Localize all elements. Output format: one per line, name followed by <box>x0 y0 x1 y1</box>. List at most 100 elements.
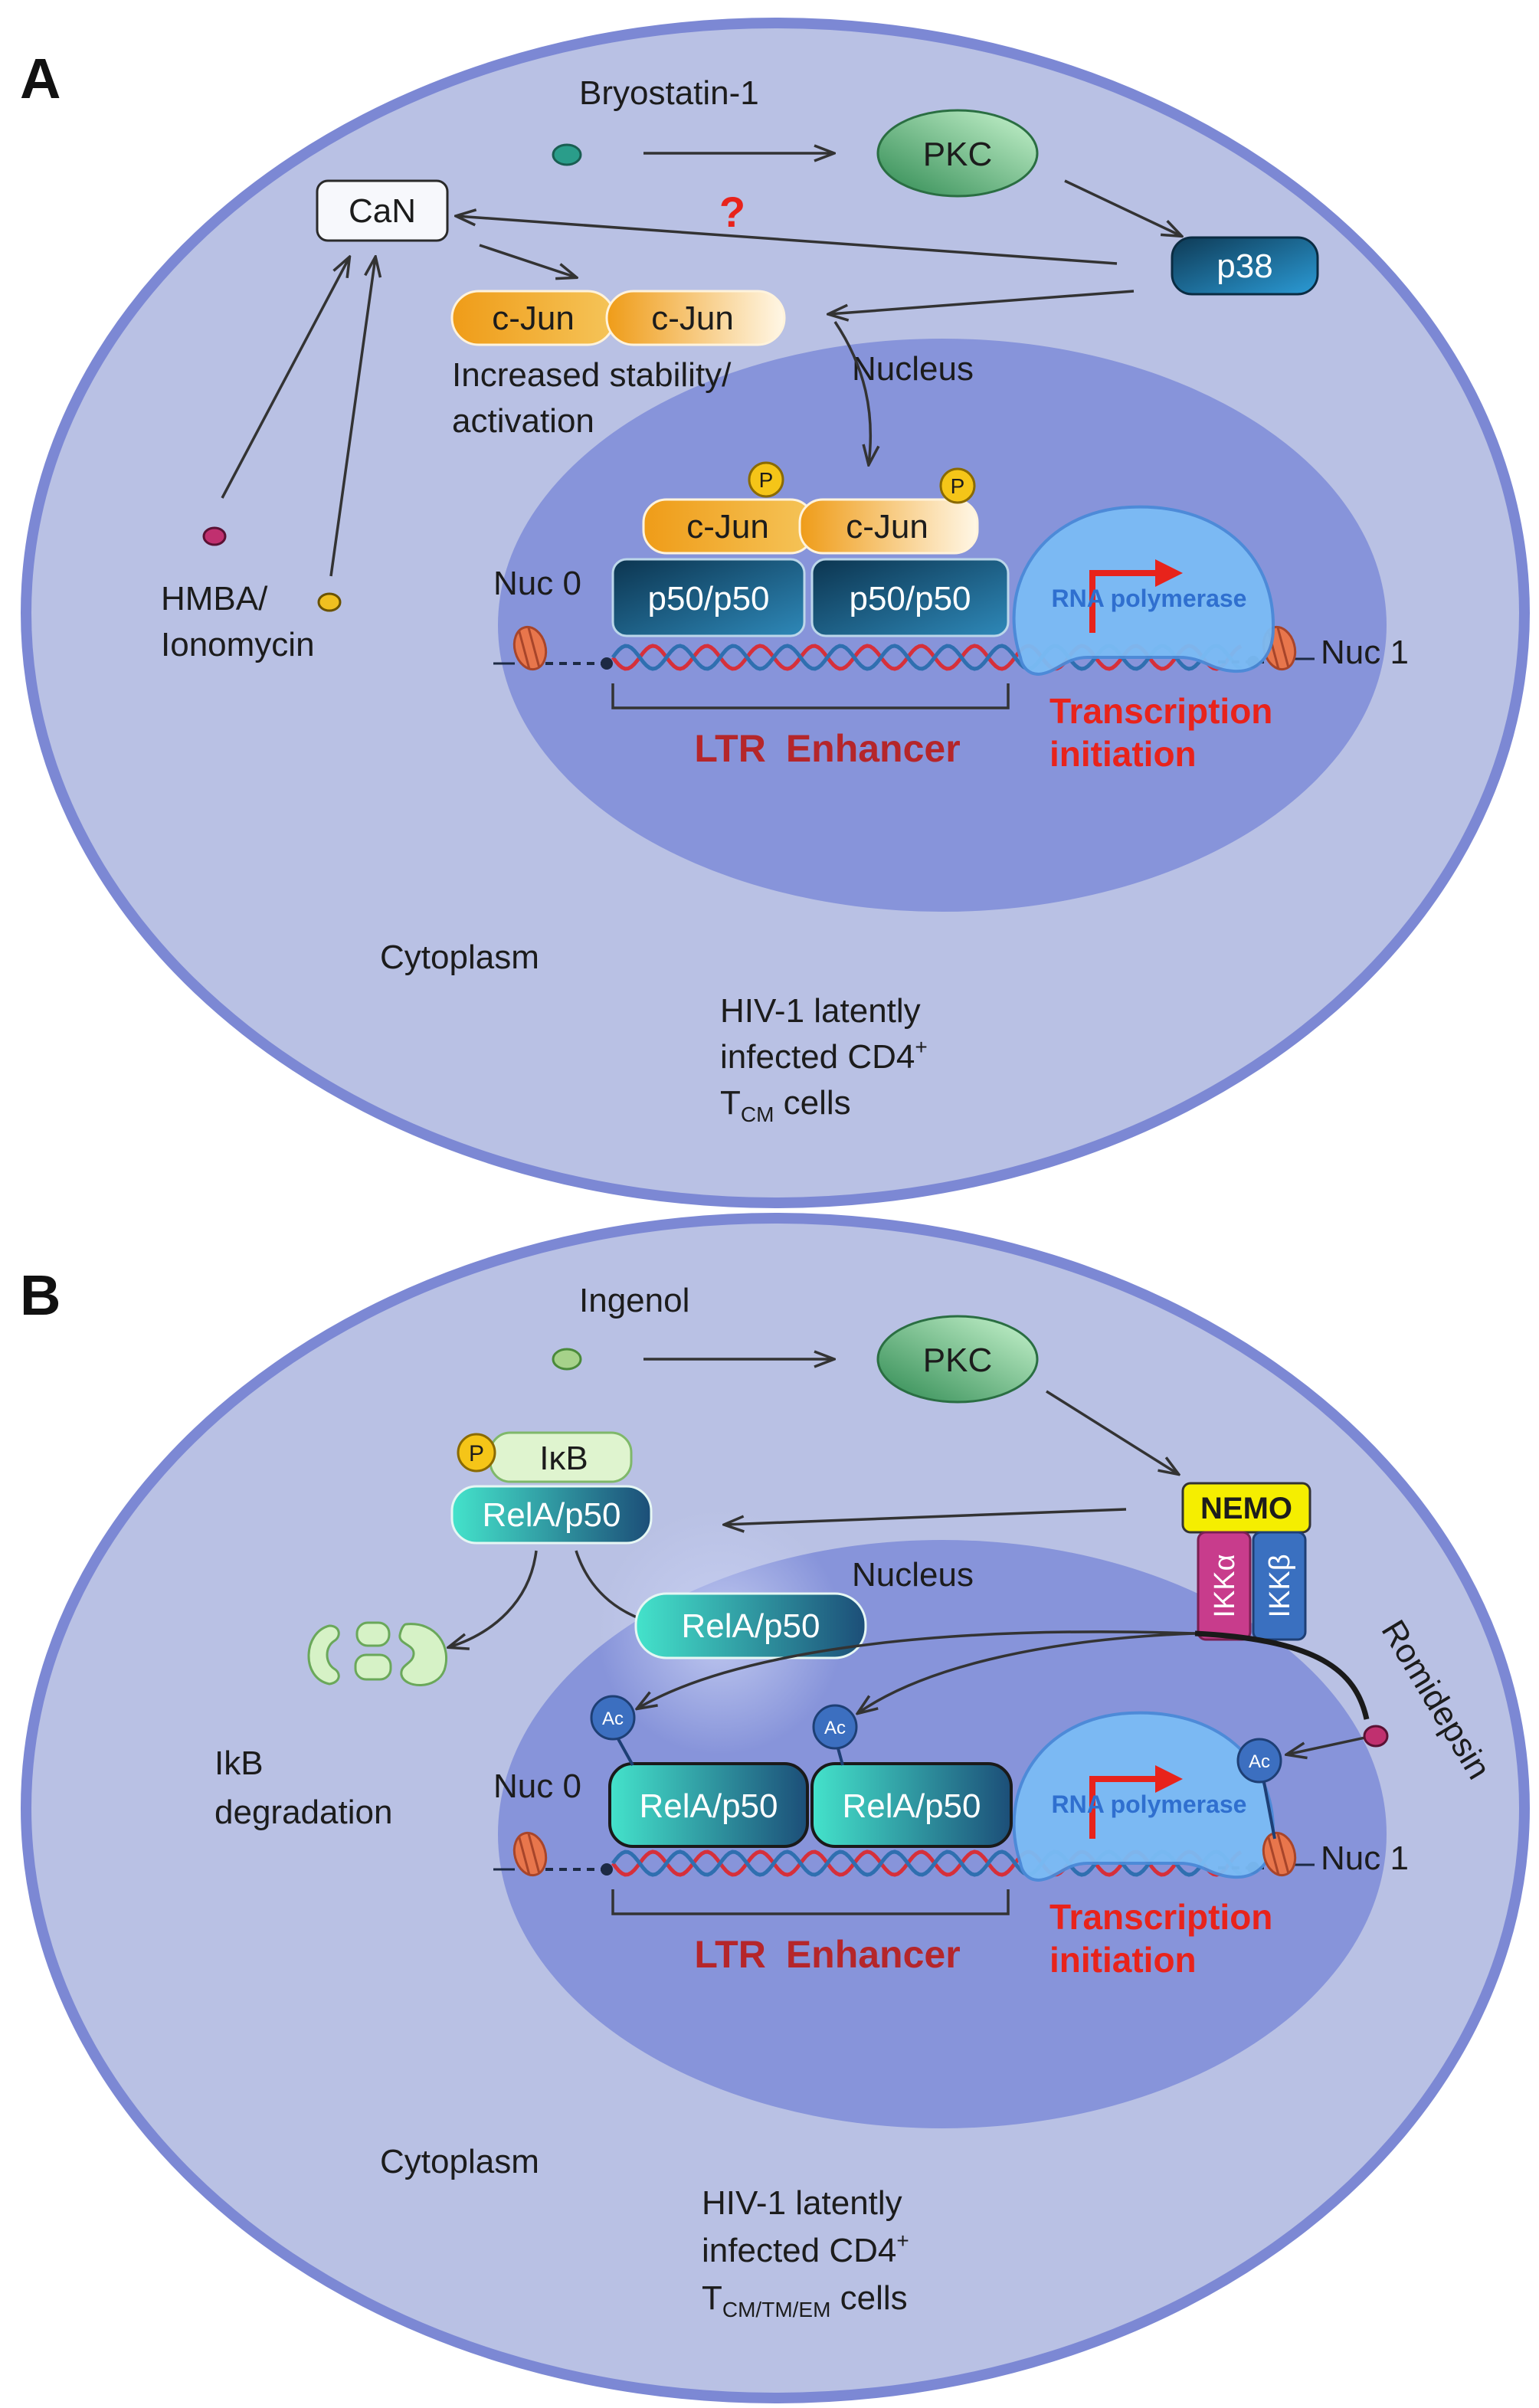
cell-type-line3: TCM cells <box>720 1084 851 1126</box>
ikka-label: IKKα <box>1209 1554 1241 1617</box>
acetyl-label-3: Ac <box>1249 1751 1270 1772</box>
enhancer-label: Enhancer <box>786 727 961 770</box>
transcription-start-arrow-icon <box>1089 1765 1183 1839</box>
degradation-label-line2: degradation <box>214 1794 392 1831</box>
pkc-to-p38-arrow <box>1064 179 1181 236</box>
cell-type-line3: TCM/TM/EM cells <box>702 2279 908 2321</box>
romidepsin-to-ac2-arrow <box>858 1632 1196 1713</box>
hmba-label: HMBA/ <box>161 580 268 618</box>
panel-a-label: A <box>20 47 61 110</box>
acetyl-icon <box>590 1695 636 1741</box>
ikk-to-nfkb-arrow <box>725 1508 1127 1525</box>
ionomycin-to-can-arrow <box>329 257 375 577</box>
nuc0-label: Nuc 0 <box>493 565 581 602</box>
acetyl-label-1: Ac <box>602 1709 624 1729</box>
romidepsin-molecule-icon <box>1363 1725 1389 1748</box>
cell-type-line1: HIV-1 latently <box>702 2184 902 2222</box>
dna-left-end <box>601 1863 613 1876</box>
acetyl-label-2: Ac <box>824 1718 846 1738</box>
ltr-label: LTR <box>694 727 765 770</box>
rna-polymerase <box>1012 505 1275 677</box>
rela-p50-bound-right-label: RelA/p50 <box>842 1787 981 1825</box>
p38-to-can-arrow <box>457 216 1118 265</box>
agonist-label: Bryostatin-1 <box>579 74 759 112</box>
p38-to-cjun-arrow <box>829 290 1135 314</box>
ltr-enhancer-label: LTR Enhancer <box>694 1933 960 1976</box>
phospho-icon <box>457 1433 496 1473</box>
pkc-label: PKC <box>923 136 992 173</box>
ikka-node <box>1197 1531 1252 1641</box>
panel-b: B Ingenol PKC NEMO IKKα IKKβ IκB P RelA/… <box>20 1213 1530 2403</box>
enhancer-label: Enhancer <box>786 1933 961 1976</box>
cell-type-line1: HIV-1 latently <box>720 992 921 1030</box>
p50-dimer-left <box>611 558 806 637</box>
ikkb-node <box>1252 1531 1307 1641</box>
p50-dimer-right <box>810 558 1010 637</box>
phospho-label: P <box>469 1441 484 1466</box>
transcription-label-line1: Transcription <box>1049 1897 1272 1937</box>
hmba-to-can-arrow <box>221 257 349 499</box>
nucleus-label: Nucleus <box>852 1556 974 1594</box>
cjun-cyto-right-label: c-Jun <box>651 300 734 337</box>
cjun-bound-left-label: c-Jun <box>686 508 769 545</box>
cjun-nuclear-import-arrow <box>833 321 870 464</box>
phospho-icon <box>939 467 976 504</box>
rela-p50-bound-right <box>810 1762 1013 1848</box>
pkc-node <box>876 109 1039 198</box>
cjun-cyto-left-label: c-Jun <box>492 300 575 337</box>
acetyl-icon <box>1236 1738 1282 1784</box>
rela-p50-bound-left-label: RelA/p50 <box>639 1787 778 1825</box>
can-to-cjun-arrow <box>479 244 576 277</box>
nucleosome-icon <box>512 1831 548 1877</box>
p50-dimer-right-label: p50/p50 <box>849 580 971 618</box>
dna-strand <box>611 644 1243 671</box>
ikb-degradation-arrow <box>449 1550 538 1647</box>
can-label: CaN <box>349 192 416 230</box>
romidepsin-to-ac1-arrow <box>637 1630 1196 1709</box>
genome-complex-b: RNA polymerase RelA/p50 RelA/p50 Ac Ac A… <box>493 1695 1315 1915</box>
polymerase-label: RNA polymerase <box>1052 585 1247 612</box>
dna-strand <box>611 1849 1243 1877</box>
ltr-enhancer-label: LTR Enhancer <box>694 727 960 770</box>
question-mark: ? <box>719 188 745 236</box>
panel-b-label: B <box>20 1263 61 1327</box>
ltr-enhancer-bracket <box>611 1889 1010 1915</box>
panel-a: A Bryostatin-1 PKC p38 CaN ? HMBA/ Ionom… <box>20 18 1530 1208</box>
phospho-left-label: P <box>759 468 774 492</box>
rela-p50-cyto-label: RelA/p50 <box>482 1496 621 1534</box>
stability-label-line2: activation <box>452 402 594 440</box>
ingenol-molecule-icon <box>552 1348 582 1371</box>
ionomycin-molecule-icon <box>317 592 342 612</box>
transcription-label-line1: Transcription <box>1049 691 1272 731</box>
hmba-molecule-icon <box>202 526 227 546</box>
phospho-icon <box>748 461 784 498</box>
agonist-label: Ingenol <box>579 1282 689 1319</box>
nuc1-label: Nuc 1 <box>1321 1840 1409 1877</box>
cell-type-line2: infected CD4+ <box>702 2229 909 2269</box>
dna-left-end <box>601 657 613 670</box>
nucleosome-icon <box>512 625 548 671</box>
nucleus-label: Nucleus <box>852 350 974 388</box>
nemo-label: NEMO <box>1200 1492 1292 1525</box>
rela-p50-nuclear <box>634 1592 867 1659</box>
ltr-enhancer-bracket <box>611 683 1010 709</box>
ionomycin-label: Ionomycin <box>161 626 315 663</box>
pkc-label: PKC <box>923 1342 992 1379</box>
cytoplasm-label: Cytoplasm <box>380 939 539 976</box>
pkc-node <box>876 1315 1039 1404</box>
ikb-label: IκB <box>539 1440 588 1477</box>
bryostatin-molecule-icon <box>552 143 582 166</box>
cjun-cyto-right <box>605 290 786 346</box>
p50-dimer-left-label: p50/p50 <box>647 580 769 618</box>
ltr-label: LTR <box>694 1933 765 1976</box>
p38-node <box>1171 236 1319 296</box>
transcription-label-line2: initiation <box>1049 1940 1197 1980</box>
nuc0-label: Nuc 0 <box>493 1768 581 1805</box>
romidepsin-to-ac3-arrow <box>1287 1736 1366 1754</box>
genome-complex-a: RNA polymerase c-Jun c-Jun P P p50/p50 p… <box>493 461 1315 709</box>
acetyl-icon <box>812 1704 858 1750</box>
romidepsin-action-line <box>1194 1630 1370 1720</box>
polymerase-label: RNA polymerase <box>1052 1790 1247 1818</box>
phospho-right-label: P <box>951 474 965 498</box>
